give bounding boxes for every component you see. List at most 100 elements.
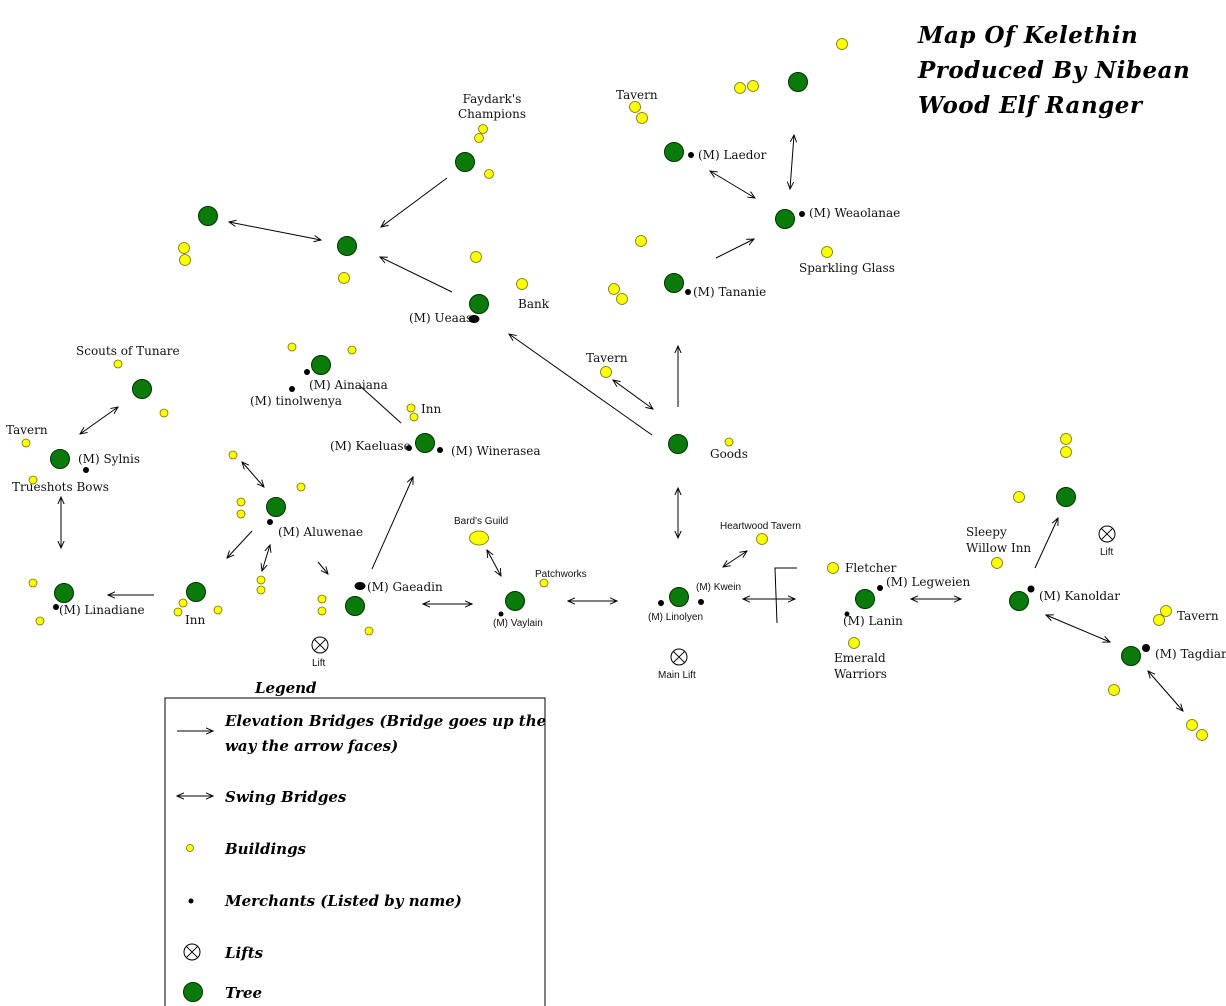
building-icon[interactable] <box>848 637 860 649</box>
tree-icon[interactable] <box>50 449 70 469</box>
tree-icon[interactable] <box>54 583 74 603</box>
merchant-icon[interactable] <box>688 152 694 158</box>
tree-icon[interactable] <box>1009 591 1029 611</box>
building-icon[interactable] <box>28 578 38 588</box>
building-icon[interactable] <box>178 242 190 254</box>
building-icon[interactable] <box>724 437 734 447</box>
building-icon[interactable] <box>478 124 488 134</box>
building-icon[interactable] <box>1153 614 1165 626</box>
merchant-icon[interactable] <box>354 582 366 590</box>
tree-icon[interactable] <box>198 206 218 226</box>
building-icon[interactable] <box>827 562 839 574</box>
tree-icon[interactable] <box>1121 646 1141 666</box>
building-icon[interactable] <box>113 359 123 369</box>
building-icon[interactable] <box>159 408 169 418</box>
building-icon[interactable] <box>516 278 528 290</box>
building-icon[interactable] <box>469 530 489 546</box>
merchant-icon[interactable] <box>83 467 89 473</box>
building-icon[interactable] <box>409 412 419 422</box>
merchant-icon[interactable] <box>698 599 704 605</box>
tree-icon[interactable] <box>337 236 357 256</box>
building-icon[interactable] <box>178 598 188 608</box>
building-icon[interactable] <box>1013 491 1025 503</box>
building-icon[interactable] <box>1060 446 1072 458</box>
building-icon[interactable] <box>236 497 246 507</box>
building-icon[interactable] <box>287 342 297 352</box>
building-icon[interactable] <box>317 594 327 604</box>
building-icon[interactable] <box>21 438 31 448</box>
tree-icon[interactable] <box>266 497 286 517</box>
building-icon[interactable] <box>1108 684 1120 696</box>
merchant-icon[interactable] <box>498 611 504 617</box>
merchant-icon[interactable] <box>658 600 664 606</box>
building-icon[interactable] <box>1060 433 1072 445</box>
building-icon[interactable] <box>338 272 350 284</box>
merchant-icon[interactable] <box>844 611 850 617</box>
building-icon[interactable] <box>28 475 38 485</box>
building-icon[interactable] <box>616 293 628 305</box>
merchant-icon[interactable] <box>406 445 412 451</box>
building-icon[interactable] <box>991 557 1003 569</box>
building-icon[interactable] <box>256 585 266 595</box>
tree-icon[interactable] <box>415 433 435 453</box>
building-icon[interactable] <box>474 133 484 143</box>
main-lift-icon[interactable] <box>670 648 688 666</box>
tree-icon[interactable] <box>186 582 206 602</box>
tree-icon[interactable] <box>311 355 331 375</box>
building-icon[interactable] <box>296 482 306 492</box>
tree-icon[interactable] <box>775 209 795 229</box>
building-icon[interactable] <box>470 251 482 263</box>
building-icon[interactable] <box>1196 729 1208 741</box>
merchant-icon[interactable] <box>1027 585 1035 593</box>
lift-icon[interactable] <box>311 636 329 654</box>
merchant-icon[interactable] <box>437 447 443 453</box>
merchant-icon[interactable] <box>289 386 295 392</box>
building-icon[interactable] <box>213 605 223 615</box>
building-icon[interactable] <box>600 366 612 378</box>
building-icon[interactable] <box>256 575 266 585</box>
tree-icon[interactable] <box>664 273 684 293</box>
building-icon[interactable] <box>317 606 327 616</box>
building-icon[interactable] <box>179 254 191 266</box>
building-icon[interactable] <box>734 82 746 94</box>
building-icon[interactable] <box>35 616 45 626</box>
merchant-icon[interactable] <box>468 315 480 323</box>
merchant-icon[interactable] <box>1142 644 1150 652</box>
tree-icon[interactable] <box>788 72 808 92</box>
merchant-icon[interactable] <box>877 585 883 591</box>
building-icon[interactable] <box>1160 605 1172 617</box>
tree-icon[interactable] <box>505 591 525 611</box>
building-icon[interactable] <box>608 283 620 295</box>
building-icon[interactable] <box>821 246 833 258</box>
merchant-icon[interactable] <box>685 289 691 295</box>
tree-icon[interactable] <box>664 142 684 162</box>
building-icon[interactable] <box>484 169 494 179</box>
tree-icon[interactable] <box>668 434 688 454</box>
tree-icon[interactable] <box>469 294 489 314</box>
building-icon[interactable] <box>636 112 648 124</box>
merchant-icon[interactable] <box>799 211 805 217</box>
building-icon[interactable] <box>629 101 641 113</box>
tree-icon[interactable] <box>669 587 689 607</box>
lift-icon[interactable] <box>1098 525 1116 543</box>
tree-icon[interactable] <box>345 596 365 616</box>
building-icon[interactable] <box>228 450 238 460</box>
building-icon[interactable] <box>836 38 848 50</box>
merchant-icon[interactable] <box>53 604 59 610</box>
building-icon[interactable] <box>236 509 246 519</box>
building-icon[interactable] <box>173 607 183 617</box>
building-icon[interactable] <box>539 578 549 588</box>
building-icon[interactable] <box>756 533 768 545</box>
tree-icon[interactable] <box>132 379 152 399</box>
merchant-icon[interactable] <box>267 519 273 525</box>
tree-icon[interactable] <box>1056 487 1076 507</box>
building-icon[interactable] <box>1186 719 1198 731</box>
merchant-icon[interactable] <box>304 369 310 375</box>
tree-icon[interactable] <box>855 589 875 609</box>
building-icon[interactable] <box>364 626 374 636</box>
tree-icon[interactable] <box>455 152 475 172</box>
building-icon[interactable] <box>747 80 759 92</box>
building-icon[interactable] <box>635 235 647 247</box>
building-icon[interactable] <box>406 403 416 413</box>
building-icon[interactable] <box>347 345 357 355</box>
